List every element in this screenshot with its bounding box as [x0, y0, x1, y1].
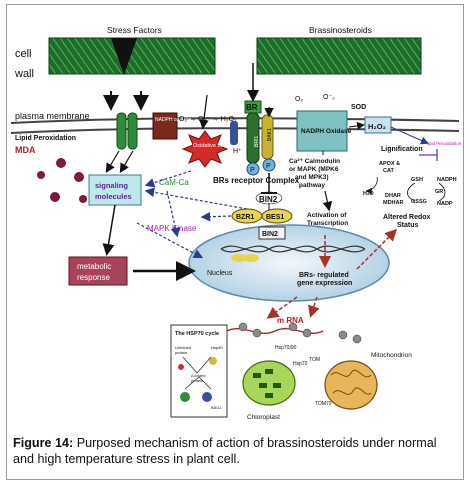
ion-channel — [116, 112, 138, 150]
folded-protein-1: A folded — [191, 373, 205, 378]
bes1-node — [261, 208, 293, 224]
nucleus-tf-2 — [243, 254, 259, 262]
lignification-label: Lignification — [381, 146, 423, 153]
wall-label: wall — [14, 68, 34, 80]
o2-left-label: O₂ — [295, 96, 303, 103]
ros-chain: O₂ → O₂⁻ → H₂O₂ — [179, 116, 237, 123]
nucleus-label: Nucleus — [207, 270, 233, 277]
mapk-kinase-label: MAPK Kinase — [147, 224, 197, 233]
bag1-label: BAG1 — [211, 405, 222, 410]
nucleus — [188, 224, 390, 302]
nadph-oxidase-left — [152, 112, 178, 140]
sod-label: SOD — [351, 104, 366, 111]
cell-wall — [48, 37, 422, 75]
mitochondrion-label: Mitochondrion — [371, 352, 412, 359]
altered-redox-1: Altered Redox — [383, 214, 431, 221]
br-label: BR — [246, 103, 258, 112]
oxidative-burst-label: Oxidative burst — [193, 143, 230, 149]
figure-caption: Figure 14: Purposed mechanism of action … — [13, 435, 457, 467]
nadp-label: NADP — [437, 201, 453, 207]
brs-gene-expression-1: BRs- regulated — [299, 272, 349, 279]
cell-label: cell — [15, 48, 32, 60]
metabolic-line-1: metabolic — [77, 262, 111, 271]
lipid-peroxidation-small-label: lipid Peroxidation — [427, 141, 462, 146]
mitochondrion — [324, 360, 378, 410]
apox-cat-2: CAT — [383, 168, 395, 174]
nucleus-tf-1 — [231, 254, 247, 262]
mdhar-label: MDHAR — [383, 200, 403, 206]
nadph-oxidase-right — [296, 110, 348, 152]
oxidative-burst-star — [181, 130, 229, 168]
plasma-membrane-label: plasma membrane — [15, 111, 90, 121]
tom-label: TOM — [309, 357, 320, 363]
antioxidant-text: APOX & CAT H₂O DHAR MDHAR GSH GSSG NADPH… — [363, 161, 457, 207]
cam-ca-label: CaM-Ca — [159, 178, 189, 187]
lipid-peroxidation-label: Lipid Peroxidation — [15, 135, 76, 142]
calmodulin-line-4: pathway — [299, 182, 325, 189]
p-left-label: P — [250, 167, 255, 174]
o2-minus-label: O⁻₂ — [323, 94, 335, 101]
folded-protein-2: protein — [191, 378, 203, 383]
mechanism-diagram: cell wall Stress Factors Brassinosteroid… — [10, 25, 462, 421]
hsp40-label: Hsp40 — [211, 345, 223, 350]
brassinosteroids-title: Brassinosteroids — [309, 25, 372, 35]
gr-label: GR — [435, 189, 443, 195]
metabolic-response-box — [68, 256, 128, 286]
nadph-oxidase-left-label: NADPH oxidase — [155, 117, 191, 123]
chloroplast-label: Chloroplast — [247, 414, 280, 421]
signaling-molecules-box — [88, 174, 142, 206]
brs-gene-expression-2: gene expression — [297, 280, 352, 287]
calmodulin-line-2: or MAPK (MPK6 — [289, 166, 339, 173]
br-receptor-complex-label: BRs receptor Complex — [213, 176, 300, 185]
dna-helix — [220, 245, 366, 253]
hsp70-cycle-title: The HSP70 cycle — [175, 331, 219, 337]
gssg-label: GSSG — [411, 199, 427, 205]
bak1-label: BAK1 — [267, 128, 273, 141]
altered-redox-2: Status — [397, 222, 419, 229]
cristae — [330, 369, 372, 395]
h-plus-label: H⁺ — [233, 148, 242, 155]
h2o-label: H₂O — [363, 191, 374, 197]
calmodulin-pathway-text: Ca²⁺ Calmodulin or MAPK (MPK6 and MPK3) … — [289, 158, 340, 189]
thylakoids — [253, 369, 281, 398]
h2o2-label: H₂O₂ — [368, 122, 386, 131]
bin2-label: BIN2 — [259, 195, 278, 204]
hsp70-label: Hsp70 — [293, 361, 308, 367]
bin2-nucleus-box — [258, 226, 286, 240]
p-right-label: P — [266, 163, 271, 170]
calmodulin-line-1: Ca²⁺ Calmodulin — [289, 158, 340, 165]
unfolded-protein-1: Unfolded — [175, 345, 191, 350]
dhar-label: DHAR — [385, 193, 401, 199]
bes1-label: BES1 — [266, 214, 284, 221]
hsp70-90-label: Hsp70/90 — [275, 345, 297, 351]
mda-label: MDA — [15, 145, 36, 155]
chloroplast — [242, 360, 296, 406]
apox-cat-1: APOX & — [379, 161, 400, 167]
caption-label: Figure 14: — [13, 436, 74, 450]
calmodulin-line-3: and MPK3) — [295, 174, 329, 181]
signaling-line-2: molecules — [95, 192, 132, 201]
ribosomes — [238, 322, 362, 344]
tom70-label: TOM70 — [315, 401, 332, 407]
nadph-oxidase-right-label: NADPH Oxidase — [301, 128, 352, 135]
activation-tf-2: Transcription — [307, 220, 348, 227]
proton-pump — [230, 121, 238, 145]
h2o2-box — [364, 116, 392, 134]
bin2-nucleus-label: BIN2 — [262, 231, 278, 238]
nadph-label: NADPH — [437, 177, 457, 183]
metabolic-line-2: response — [77, 273, 110, 282]
bri1-label: BRI1 — [254, 136, 260, 147]
bzr1-label: BZR1 — [236, 214, 254, 221]
hsp70-cycle-molecules — [178, 356, 217, 402]
signaling-line-1: signaling — [95, 181, 128, 190]
activation-tf-1: Activation of — [307, 212, 347, 219]
figure-frame: cell wall Stress Factors Brassinosteroid… — [6, 4, 464, 480]
ros-molecules — [37, 158, 87, 203]
mrna-label: m RNA — [277, 316, 304, 325]
gsh-label: GSH — [411, 177, 423, 183]
caption-text: Purposed mechanism of action of brassino… — [13, 436, 437, 466]
unfolded-protein-2: protein — [175, 350, 187, 355]
stress-factors-title: Stress Factors — [107, 25, 162, 35]
br-receptor — [244, 100, 276, 176]
